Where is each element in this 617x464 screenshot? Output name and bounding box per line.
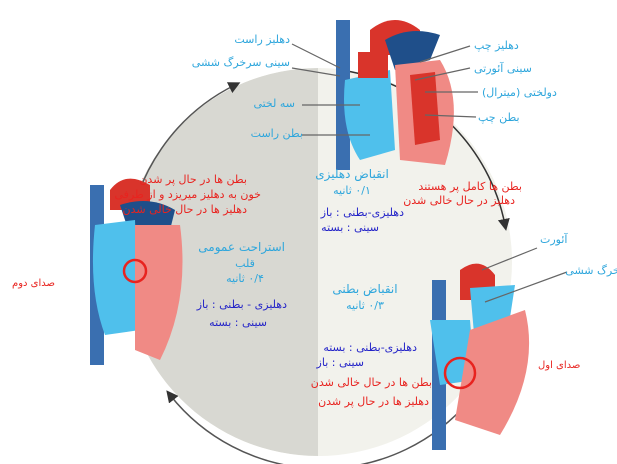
label-left-atrium: دهلیز چپ bbox=[474, 39, 519, 52]
heart-illustration-right bbox=[430, 263, 530, 450]
heart-illustration-top bbox=[336, 20, 454, 170]
label-pulmonary-artery: سرخرگ ششی bbox=[565, 264, 617, 277]
diastole-duration: ۰/۴ ثانیه bbox=[226, 272, 264, 285]
label-right-ventricle: بطن راست bbox=[250, 127, 303, 140]
ventricular-systole-note-1: بطن ها در حال خالی شدن bbox=[310, 376, 432, 389]
first-heart-sound: صدای اول bbox=[538, 360, 581, 371]
label-aortic-valve: سینی آئورتی bbox=[474, 62, 532, 75]
ventricular-systole-av-valves: دهلیزی-بطنی : بسته bbox=[323, 341, 417, 354]
ventricular-systole-duration: ۰/۳ ثانیه bbox=[346, 299, 384, 312]
leader-lines bbox=[291, 43, 568, 303]
atrial-systole-av-valves: دهلیزی-بطنی : باز bbox=[320, 206, 404, 219]
label-left-ventricle: بطن چپ bbox=[478, 111, 520, 124]
diastole-note-3: دهلیز ها در حال خالی شدن bbox=[122, 203, 247, 216]
label-pulmonary-valve: سینی سرخرگ ششی bbox=[191, 56, 290, 69]
atrial-systole-note-1: بطن ها کامل پر هستند bbox=[418, 180, 522, 193]
label-aorta: آئورت bbox=[540, 233, 568, 246]
diastole-semilunar: سینی : بسته bbox=[209, 316, 267, 329]
ventricular-systole-note-2: دهلیز ها در حال پر شدن bbox=[318, 395, 429, 408]
diastole-title: استراحت عمومی bbox=[198, 240, 285, 254]
atrial-systole-title: انقباض دهلیزی bbox=[315, 167, 389, 181]
heart-illustration-left bbox=[90, 178, 183, 365]
diastole-note-1: بطن ها در حال پر شدن bbox=[139, 173, 247, 186]
label-mitral: دولختی (میترال) bbox=[482, 86, 557, 99]
atrial-systole-note-2: دهلیز در حال خالی شدن bbox=[403, 194, 515, 207]
cycle-circle bbox=[124, 68, 512, 464]
diastole-note-2: خون به دهلیز میریزد و از طرفی bbox=[114, 188, 261, 201]
atrial-systole-semilunar: سینی : بسته bbox=[321, 221, 379, 234]
second-heart-sound: صدای دوم bbox=[12, 278, 55, 289]
diastole-av-valves: دهلیزی - بطنی : باز bbox=[196, 298, 287, 311]
valve-highlight-circle bbox=[443, 356, 477, 390]
diastole-title-2: قلب bbox=[235, 257, 255, 270]
ventricular-systole-title: انقباض بطنی bbox=[332, 282, 398, 296]
atrial-systole-duration: ۰/۱ ثانیه bbox=[333, 184, 371, 197]
label-tricuspid: سه لختی bbox=[253, 97, 295, 110]
valve-highlight-circle bbox=[122, 258, 148, 284]
ventricular-systole-semilunar: سینی : باز bbox=[316, 356, 364, 369]
label-right-atrium: دهلیز راست bbox=[234, 33, 290, 46]
